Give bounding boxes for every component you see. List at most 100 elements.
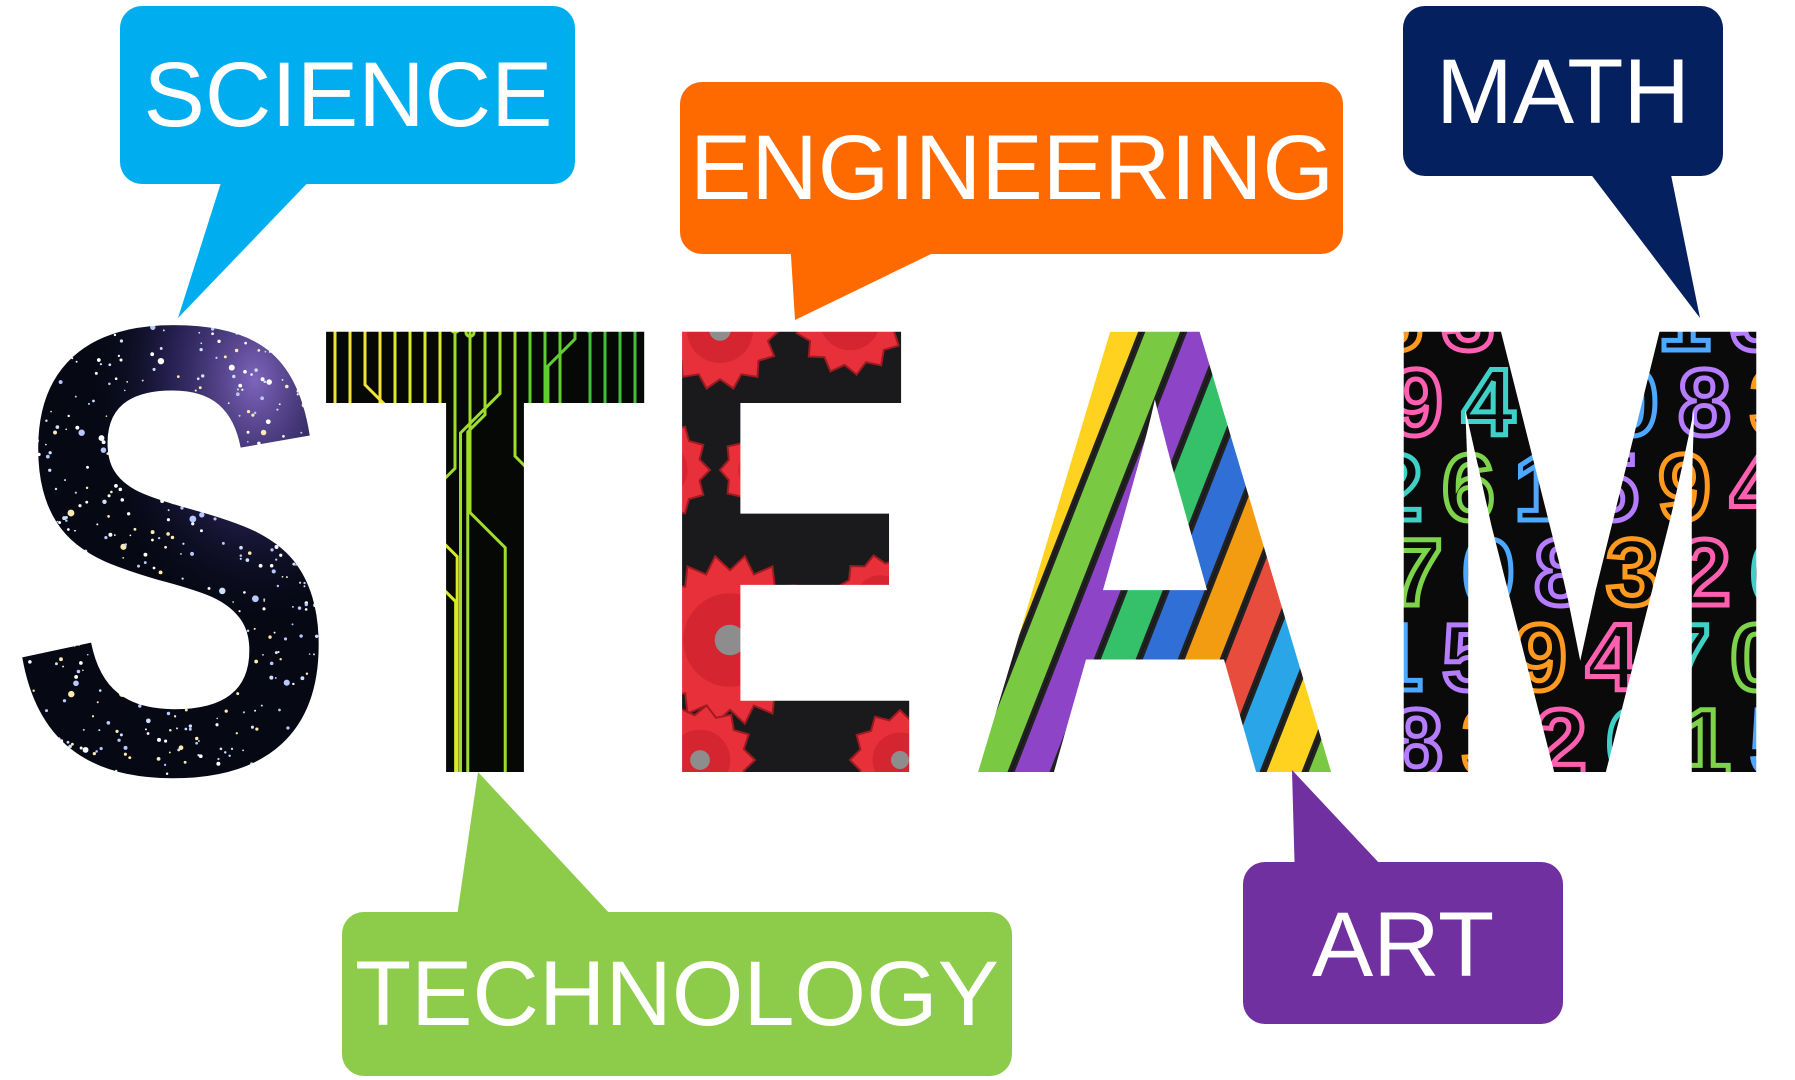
star-dot bbox=[281, 766, 284, 769]
star-dot bbox=[165, 772, 169, 775]
star-dot bbox=[250, 762, 254, 766]
star-dot bbox=[158, 570, 163, 575]
star-dot bbox=[207, 586, 211, 590]
star-dot bbox=[19, 349, 23, 353]
circuit-trace bbox=[468, 324, 507, 780]
star-dot bbox=[75, 360, 78, 363]
star-dot bbox=[136, 695, 140, 699]
star-dot bbox=[129, 409, 133, 413]
star-dot bbox=[23, 506, 26, 509]
star-dot bbox=[133, 527, 137, 531]
chalk-number: 1 bbox=[1678, 690, 1731, 796]
star-dot bbox=[227, 402, 230, 405]
star-dot bbox=[275, 520, 279, 523]
star-dot bbox=[96, 523, 99, 526]
star-dot bbox=[96, 358, 101, 362]
star-dot bbox=[167, 315, 170, 318]
star-dot bbox=[189, 515, 197, 523]
star-dot bbox=[100, 316, 104, 321]
star-dot bbox=[141, 675, 144, 678]
star-dot bbox=[239, 545, 243, 550]
star-dot bbox=[297, 606, 302, 610]
star-dot bbox=[251, 511, 255, 515]
star-dot bbox=[212, 646, 217, 651]
star-dot bbox=[45, 443, 47, 446]
piano-key bbox=[1213, 278, 1345, 792]
star-dot bbox=[29, 708, 33, 712]
star-dot bbox=[55, 578, 61, 584]
star-dot bbox=[160, 499, 165, 503]
star-dot bbox=[290, 334, 295, 338]
star-dot bbox=[190, 551, 195, 556]
star-dot bbox=[190, 603, 192, 606]
art-bubble: ART bbox=[1243, 770, 1563, 1024]
star-dot bbox=[180, 634, 183, 637]
star-dot bbox=[206, 320, 211, 325]
star-dot bbox=[10, 287, 13, 290]
star-dot bbox=[126, 512, 131, 516]
star-dot bbox=[260, 324, 263, 328]
star-dot bbox=[162, 329, 165, 332]
chalk-number: 5 bbox=[1750, 690, 1795, 796]
star-dot bbox=[136, 655, 141, 660]
star-dot bbox=[262, 527, 266, 531]
star-dot bbox=[63, 318, 66, 321]
star-dot bbox=[123, 389, 126, 392]
star-dot bbox=[243, 369, 247, 374]
star-dot bbox=[119, 634, 124, 638]
circuit-trace bbox=[575, 295, 607, 780]
star-dot bbox=[98, 435, 105, 441]
star-dot bbox=[224, 709, 228, 713]
star-dot bbox=[175, 305, 180, 310]
star-dot bbox=[65, 428, 68, 431]
star-dot bbox=[221, 541, 225, 545]
circuit-trace bbox=[459, 294, 502, 780]
star-dot bbox=[202, 304, 207, 308]
star-dot bbox=[33, 481, 35, 484]
star-dot bbox=[73, 644, 76, 647]
star-dot bbox=[174, 289, 177, 292]
star-dot bbox=[263, 495, 266, 499]
chalk-number: 4 bbox=[1730, 435, 1783, 541]
star-dot bbox=[295, 564, 297, 566]
star-dot bbox=[300, 676, 305, 681]
star-dot bbox=[308, 567, 311, 571]
star-dot bbox=[255, 727, 259, 731]
star-dot bbox=[125, 442, 131, 447]
star-dot bbox=[136, 400, 140, 405]
star-dot bbox=[253, 627, 256, 630]
star-dot bbox=[119, 574, 122, 578]
star-dot bbox=[25, 588, 29, 592]
piano-key bbox=[965, 278, 1163, 792]
star-dot bbox=[272, 773, 276, 777]
circuit-pad bbox=[320, 310, 326, 322]
star-dot bbox=[71, 320, 75, 323]
gear bbox=[835, 554, 925, 646]
circuit-pad bbox=[509, 309, 521, 321]
star-dot bbox=[253, 411, 257, 415]
star-dot bbox=[24, 338, 28, 342]
star-dot bbox=[159, 347, 163, 350]
star-dot bbox=[197, 754, 200, 757]
star-dot bbox=[154, 472, 158, 477]
star-dot bbox=[189, 396, 193, 400]
chalk-number: 3 bbox=[1606, 520, 1659, 626]
star-dot bbox=[37, 452, 41, 457]
star-dot bbox=[50, 567, 54, 570]
star-dot bbox=[234, 348, 239, 353]
star-dot bbox=[33, 320, 37, 324]
star-dot bbox=[197, 661, 200, 664]
star-dot bbox=[15, 323, 20, 327]
star-dot bbox=[199, 464, 203, 468]
star-dot bbox=[242, 291, 247, 295]
star-dot bbox=[70, 542, 75, 546]
star-dot bbox=[32, 689, 35, 692]
star-dot bbox=[70, 590, 73, 593]
star-dot bbox=[166, 422, 170, 426]
star-dot bbox=[25, 478, 29, 482]
circuit-pad bbox=[599, 298, 611, 310]
star-dot bbox=[19, 478, 23, 482]
chalk-number: 5 bbox=[1442, 605, 1495, 711]
letter-e-gears bbox=[655, 263, 925, 817]
star-dot bbox=[105, 415, 108, 417]
